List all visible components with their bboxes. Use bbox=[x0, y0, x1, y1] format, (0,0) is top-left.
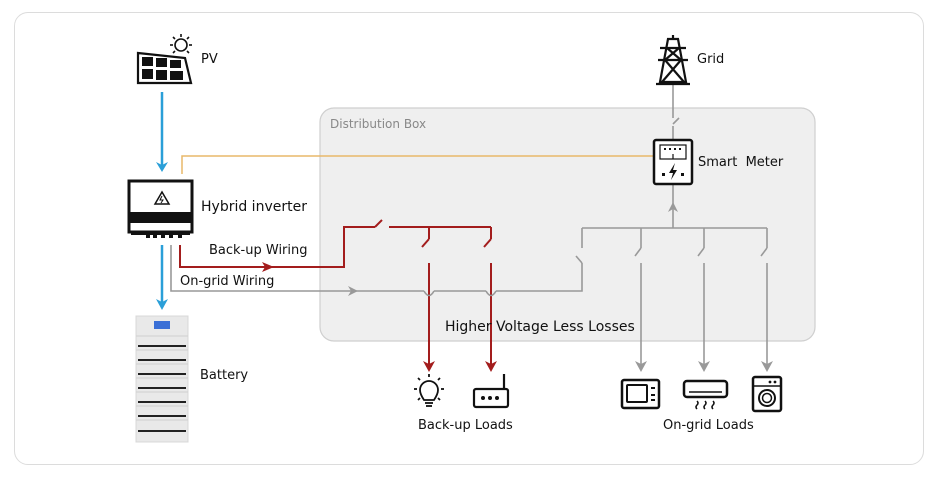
pv-label: PV bbox=[201, 52, 218, 67]
smart-meter-icon bbox=[652, 138, 694, 186]
ongrid-wiring-label: On-grid Wiring bbox=[180, 274, 275, 289]
solar-panel-icon bbox=[136, 34, 193, 85]
transmission-tower-icon bbox=[656, 35, 690, 86]
microwave-icon bbox=[620, 378, 661, 410]
battery-label: Battery bbox=[200, 368, 249, 383]
backup-loads-label: Back-up Loads bbox=[418, 418, 513, 433]
higher-voltage-label: Higher Voltage Less Losses bbox=[445, 319, 635, 335]
smart-meter-label: Smart Meter bbox=[698, 155, 784, 170]
washing-machine-icon bbox=[751, 375, 783, 413]
distribution-box bbox=[319, 107, 816, 342]
router-icon bbox=[472, 374, 510, 409]
air-conditioner-icon bbox=[682, 379, 729, 410]
grid-label: Grid bbox=[697, 52, 725, 67]
light-bulb-icon bbox=[414, 374, 444, 407]
ongrid-loads-label: On-grid Loads bbox=[663, 418, 754, 433]
battery-stack-icon bbox=[135, 315, 189, 443]
ongrid-wiring bbox=[170, 85, 768, 365]
hybrid-inverter-label: Hybrid inverter bbox=[201, 199, 307, 215]
communication-line bbox=[181, 155, 653, 174]
backup-wiring-label: Back-up Wiring bbox=[209, 243, 308, 258]
diagram-frame bbox=[14, 12, 924, 465]
distribution-box-label: Distribution Box bbox=[330, 117, 427, 131]
backup-wiring bbox=[179, 219, 492, 365]
inverter-icon bbox=[127, 179, 194, 238]
